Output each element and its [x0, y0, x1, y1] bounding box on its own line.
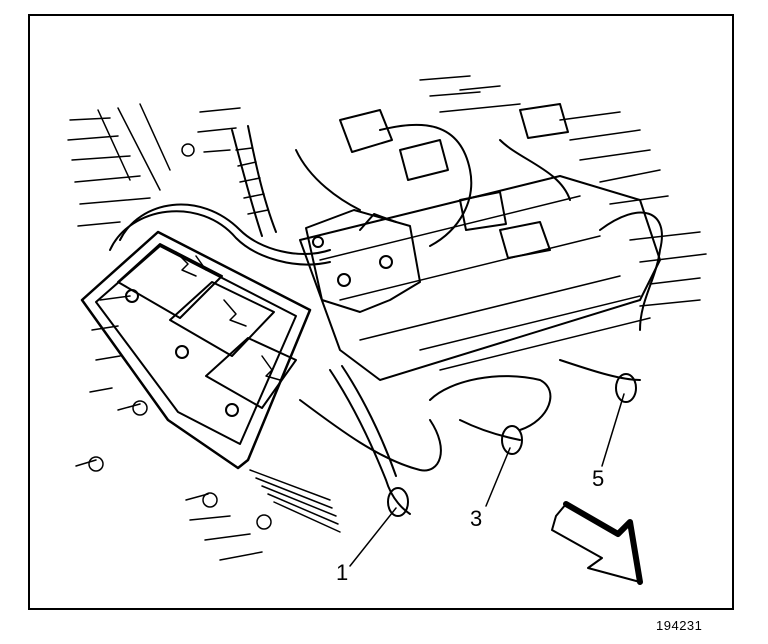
- wire-retainer-1: [387, 487, 409, 517]
- spark-plug-wires: [299, 211, 663, 515]
- callout-label-3: 3: [470, 506, 483, 531]
- callout-label-5: 5: [592, 466, 605, 491]
- cylinder-head: [299, 175, 661, 381]
- engine-background-hatching: [67, 75, 707, 561]
- main-wiring-harness: [109, 125, 331, 266]
- mounting-bracket: [305, 209, 421, 313]
- wire-retainer-5: [615, 373, 637, 403]
- callout-leader-lines: [349, 393, 625, 567]
- ignition-coil-module: [80, 230, 341, 533]
- front-direction-arrow-icon: [551, 501, 643, 585]
- upper-connectors: [295, 103, 571, 259]
- figure-id: 194231: [656, 618, 703, 633]
- wire-retainer-3: [501, 425, 523, 455]
- fasteners: [75, 143, 272, 530]
- callout-label-1: 1: [336, 560, 349, 585]
